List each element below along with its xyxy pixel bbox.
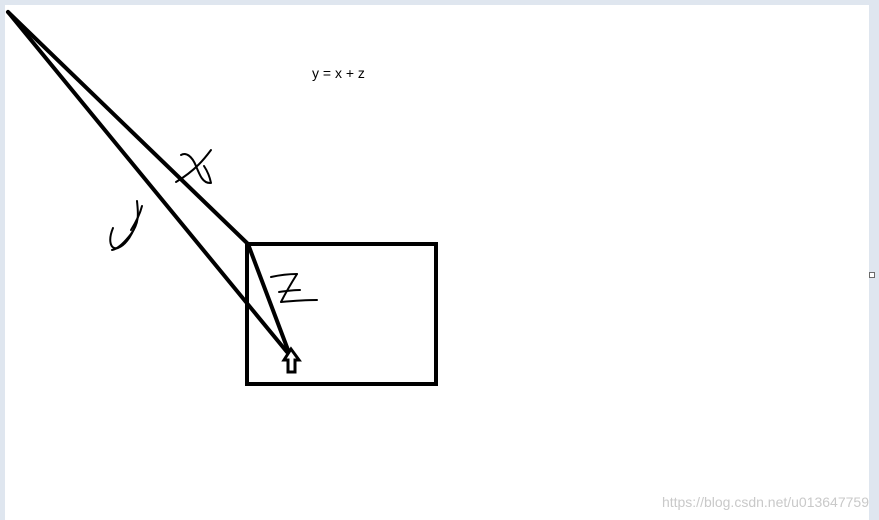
vector-x-line (6, 10, 250, 246)
vector-z-line (246, 242, 290, 352)
label-x-handwritten (175, 149, 212, 184)
formula-text: y = x + z (312, 65, 365, 81)
object-rectangle (245, 242, 438, 386)
watermark-text: https://blog.csdn.net/u013647759 (661, 494, 869, 510)
label-z-handwritten (270, 273, 318, 303)
vector-y-line (6, 10, 289, 354)
up-arrow-icon (281, 346, 302, 374)
label-y-handwritten (109, 200, 143, 251)
canvas-resize-handle[interactable] (869, 272, 875, 278)
